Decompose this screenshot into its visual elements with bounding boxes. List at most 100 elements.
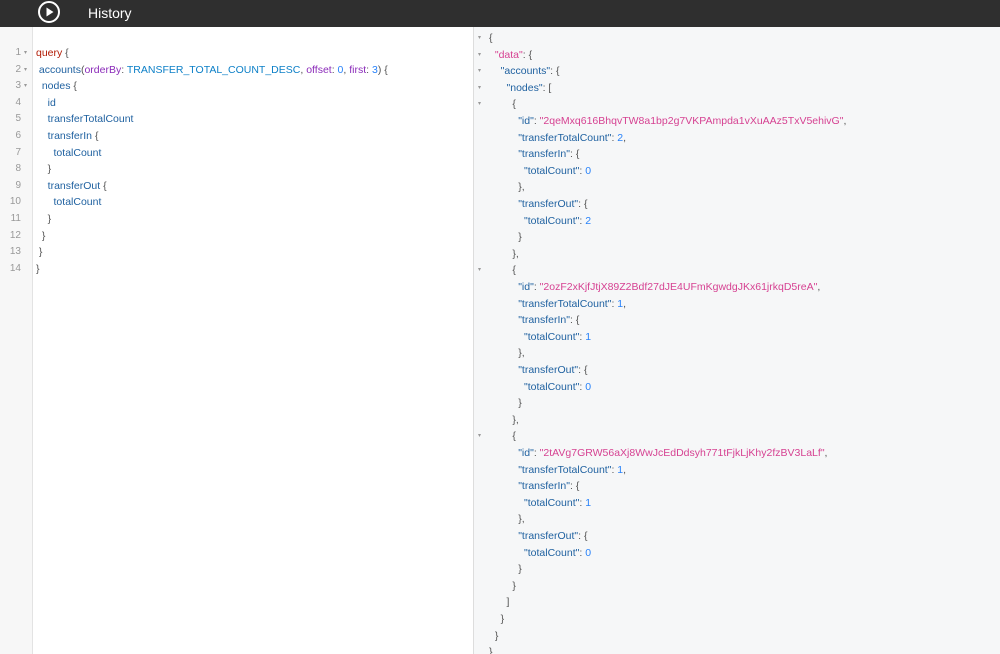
json-text: "totalCount": 1 <box>489 495 591 512</box>
json-text: { <box>489 30 493 47</box>
json-token: "totalCount" <box>524 496 580 509</box>
json-token: : [ <box>542 81 552 94</box>
line-number: 6 <box>15 130 21 141</box>
json-token: : { <box>570 480 580 493</box>
fold-arrow-icon[interactable]: ▾ <box>478 68 482 75</box>
code-token: totalCount <box>53 146 102 159</box>
json-token: "transferOut" <box>518 364 579 376</box>
json-token: "2qeMxq616BhqvTW8a1bp2g7VKPAmpda1vXuAAz5… <box>539 115 844 127</box>
line-number: 12 <box>9 229 21 241</box>
editor-line: 6 transferIn { <box>0 128 473 145</box>
line-number: 11 <box>10 213 21 224</box>
line-number: 1 <box>15 47 21 58</box>
code-token: { <box>92 130 99 142</box>
json-token: : { <box>578 364 588 376</box>
result-line: "transferTotalCount": 1, <box>474 462 1000 479</box>
json-token: }, <box>512 247 519 260</box>
json-token: "totalCount" <box>524 164 580 177</box>
code-token: transferIn <box>47 130 93 142</box>
result-viewer[interactable]: ▾{▾ "data": {▾ "accounts": {▾ "nodes": [… <box>474 27 1000 654</box>
json-text: "transferOut": { <box>489 528 587 545</box>
pane-divider[interactable] <box>473 27 474 654</box>
json-text: }, <box>489 179 524 196</box>
fold-arrow-icon[interactable]: ▾ <box>24 66 28 73</box>
code-token: id <box>47 96 56 109</box>
code-text: totalCount <box>36 145 102 162</box>
editor-line: 14} <box>0 261 473 278</box>
json-token: "transferTotalCount" <box>518 131 612 144</box>
code-token: offset <box>306 63 332 76</box>
fold-arrow-icon[interactable]: ▾ <box>478 35 482 41</box>
json-token: "transferTotalCount" <box>518 463 612 476</box>
fold-arrow-icon[interactable]: ▾ <box>478 267 482 274</box>
json-token: "transferTotalCount" <box>518 297 612 310</box>
line-number: 14 <box>9 262 21 274</box>
json-token: : <box>579 380 586 393</box>
history-button[interactable]: History <box>88 5 132 21</box>
result-line: } <box>474 561 1000 578</box>
result-line: "transferOut": { <box>474 528 1000 545</box>
run-button[interactable] <box>37 0 61 24</box>
result-line: } <box>474 229 1000 246</box>
result-line: "totalCount": 0 <box>474 379 1000 396</box>
json-token: "transferOut" <box>518 530 579 542</box>
json-token: { <box>512 430 516 443</box>
json-token: , <box>623 463 627 476</box>
code-token: query <box>36 47 63 59</box>
json-text: "transferOut": { <box>489 196 588 213</box>
code-token: totalCount <box>53 196 102 209</box>
result-line: "totalCount": 0 <box>474 163 1000 180</box>
json-token: , <box>623 131 627 144</box>
json-token: } <box>500 613 505 625</box>
line-number: 8 <box>15 163 21 175</box>
result-line: }, <box>474 179 1000 196</box>
code-text: } <box>36 211 52 228</box>
json-text: { <box>489 96 516 113</box>
line-number: 4 <box>15 96 21 108</box>
json-token: "totalCount" <box>524 380 580 393</box>
editor-line: 4 id <box>0 95 473 112</box>
json-token: "totalCount" <box>524 214 580 227</box>
play-circle-icon <box>38 1 60 23</box>
fold-arrow-icon[interactable]: ▾ <box>24 83 28 90</box>
json-token: , <box>623 297 627 310</box>
code-text: accounts(orderBy: TRANSFER_TOTAL_COUNT_D… <box>36 62 388 79</box>
json-token: 1 <box>617 297 624 310</box>
code-token: , <box>300 63 307 76</box>
fold-arrow-icon[interactable]: ▾ <box>478 84 482 91</box>
json-text: } <box>489 561 522 578</box>
json-token: , <box>824 447 828 459</box>
fold-arrow-icon[interactable]: ▾ <box>478 101 482 108</box>
json-token: 0 <box>585 546 592 559</box>
fold-arrow-icon[interactable]: ▾ <box>24 50 28 56</box>
editor-line: 10 totalCount <box>0 194 473 211</box>
json-text: "id": "2qeMxq616BhqvTW8a1bp2g7VKPAmpda1v… <box>489 113 846 130</box>
json-token: : <box>611 297 618 310</box>
line-number: 9 <box>15 179 21 191</box>
json-token: { <box>489 32 493 44</box>
query-editor[interactable]: 1▾query {2▾ accounts(orderBy: TRANSFER_T… <box>0 27 473 654</box>
json-text: } <box>489 628 499 645</box>
json-token: : <box>533 281 540 293</box>
json-token: } <box>518 563 522 576</box>
json-token: : { <box>570 314 580 327</box>
code-text: query { <box>36 45 69 62</box>
editor-line: 5 transferTotalCount <box>0 111 473 128</box>
json-token: : { <box>578 198 588 210</box>
result-line: "transferOut": { <box>474 362 1000 379</box>
fold-arrow-icon[interactable]: ▾ <box>478 433 482 440</box>
json-text: }, <box>489 511 524 528</box>
code-token: 3 <box>372 63 378 76</box>
json-token: 0 <box>585 380 592 393</box>
json-text: "nodes": [ <box>489 80 552 97</box>
editor-line: 13 } <box>0 244 473 261</box>
code-token: nodes <box>41 80 71 93</box>
json-token: } <box>518 397 522 410</box>
json-token: "nodes" <box>506 81 543 94</box>
json-token: 2 <box>585 214 592 227</box>
fold-arrow-icon[interactable]: ▾ <box>478 51 482 58</box>
json-text: } <box>489 578 516 595</box>
code-text: id <box>36 95 56 112</box>
code-token: } <box>41 229 46 242</box>
json-token: } <box>512 579 516 592</box>
